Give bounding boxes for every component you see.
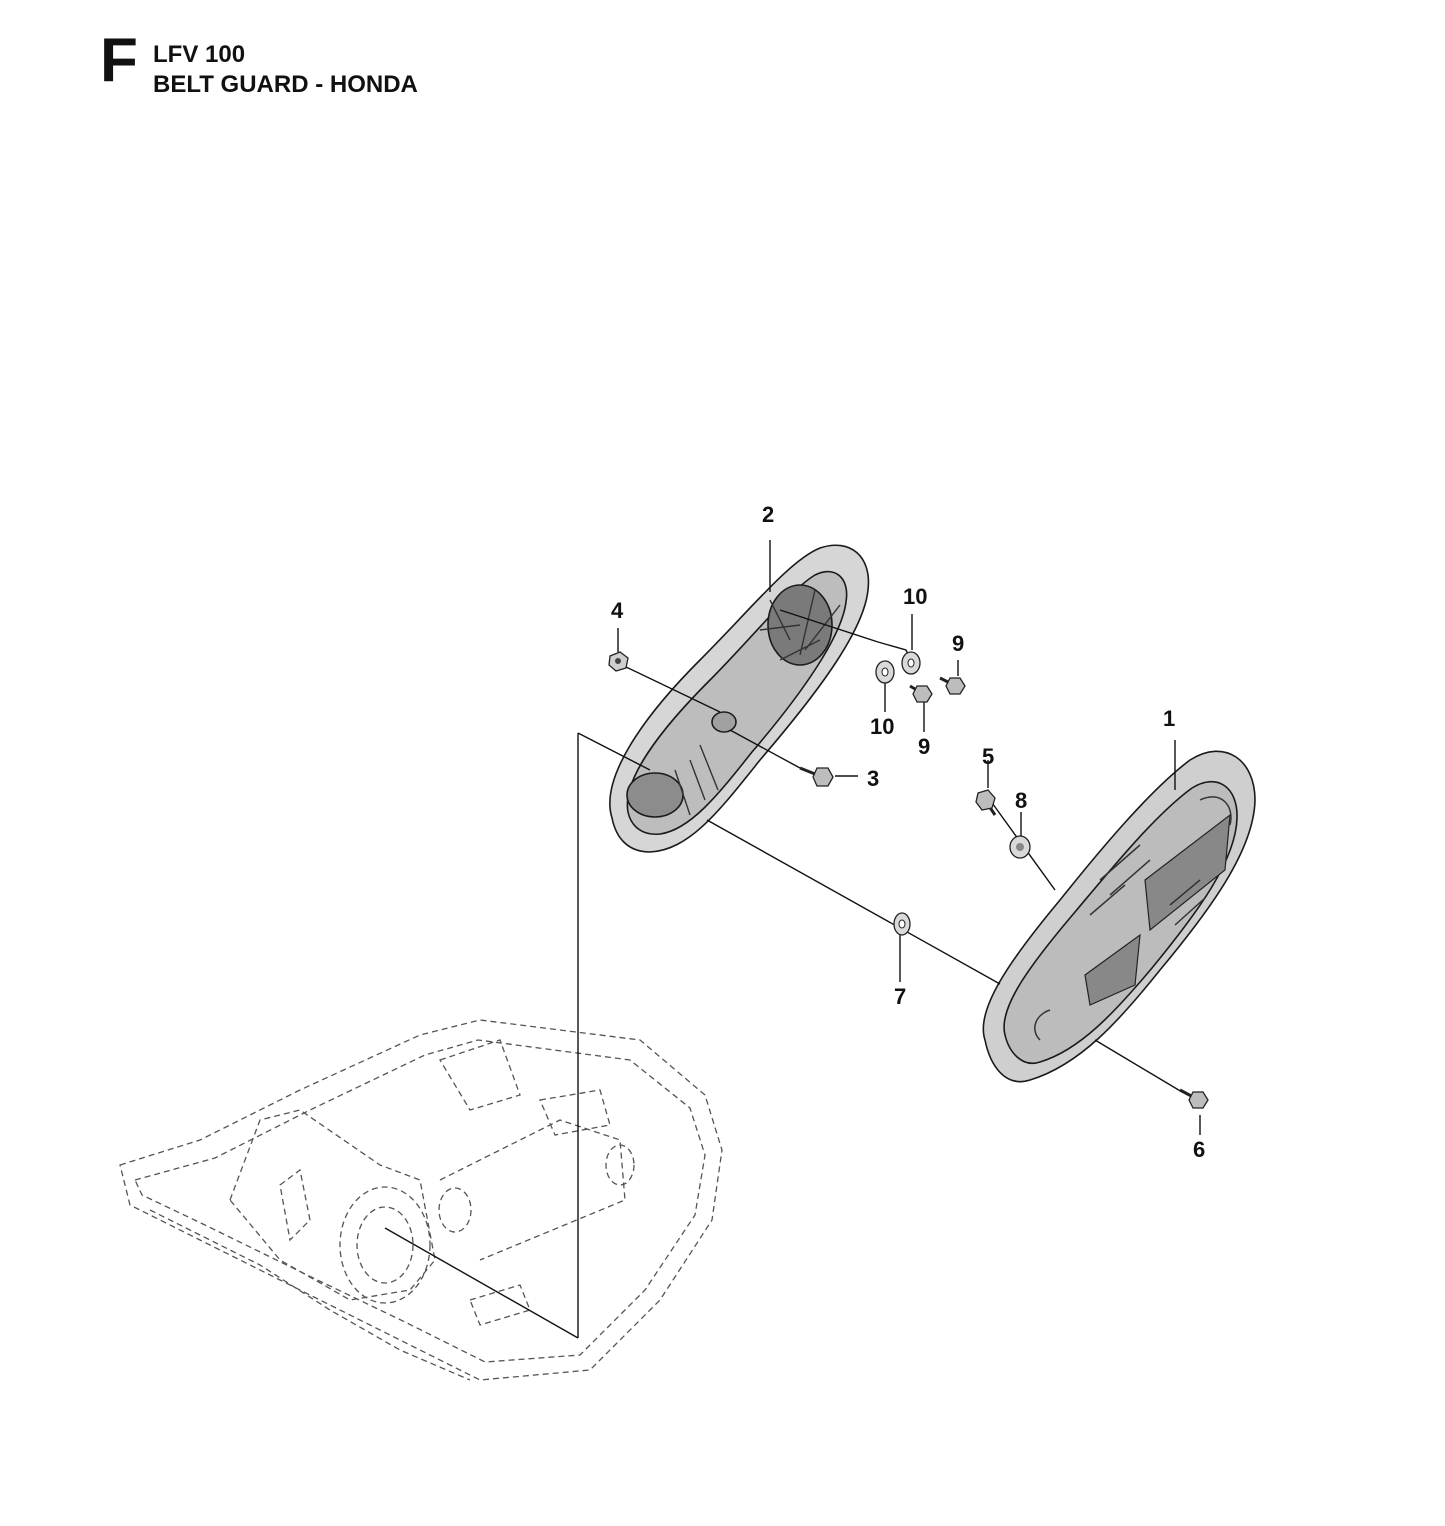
assembly-name: BELT GUARD - HONDA	[153, 71, 418, 98]
washer-10a	[901, 651, 921, 675]
bolt-5	[975, 789, 997, 816]
callout-8: 8	[1015, 788, 1027, 813]
screw-6	[1179, 1088, 1209, 1109]
outer-belt-guard	[982, 750, 1256, 1083]
inner-belt-guard	[609, 544, 870, 853]
washer-10b	[875, 660, 895, 684]
fasteners	[608, 651, 1209, 1109]
callout-10b: 10	[870, 714, 894, 739]
screw-3	[799, 766, 834, 787]
callout-3: 3	[867, 766, 879, 791]
model-name: LFV 100	[153, 41, 246, 68]
base-plate-ghost	[119, 1019, 723, 1381]
callout-2: 2	[762, 502, 774, 527]
washer-7	[893, 912, 911, 936]
callout-9b: 9	[918, 734, 930, 759]
screw-9a	[939, 676, 966, 695]
nut-4	[608, 651, 629, 672]
washer-8	[1009, 835, 1031, 859]
callout-1: 1	[1163, 706, 1175, 731]
callout-4: 4	[611, 598, 624, 623]
callout-7: 7	[894, 984, 906, 1009]
callout-10a: 10	[903, 584, 927, 609]
screw-9b	[909, 684, 933, 703]
callout-5: 5	[982, 744, 994, 769]
callout-6: 6	[1193, 1137, 1205, 1162]
callout-labels: 1 2 3 4 5 6 7 8 9 9 10 10	[611, 502, 1205, 1162]
section-letter: F	[100, 26, 138, 95]
callout-9a: 9	[952, 631, 964, 656]
title-block: LFV 100 BELT GUARD - HONDA	[153, 40, 418, 100]
